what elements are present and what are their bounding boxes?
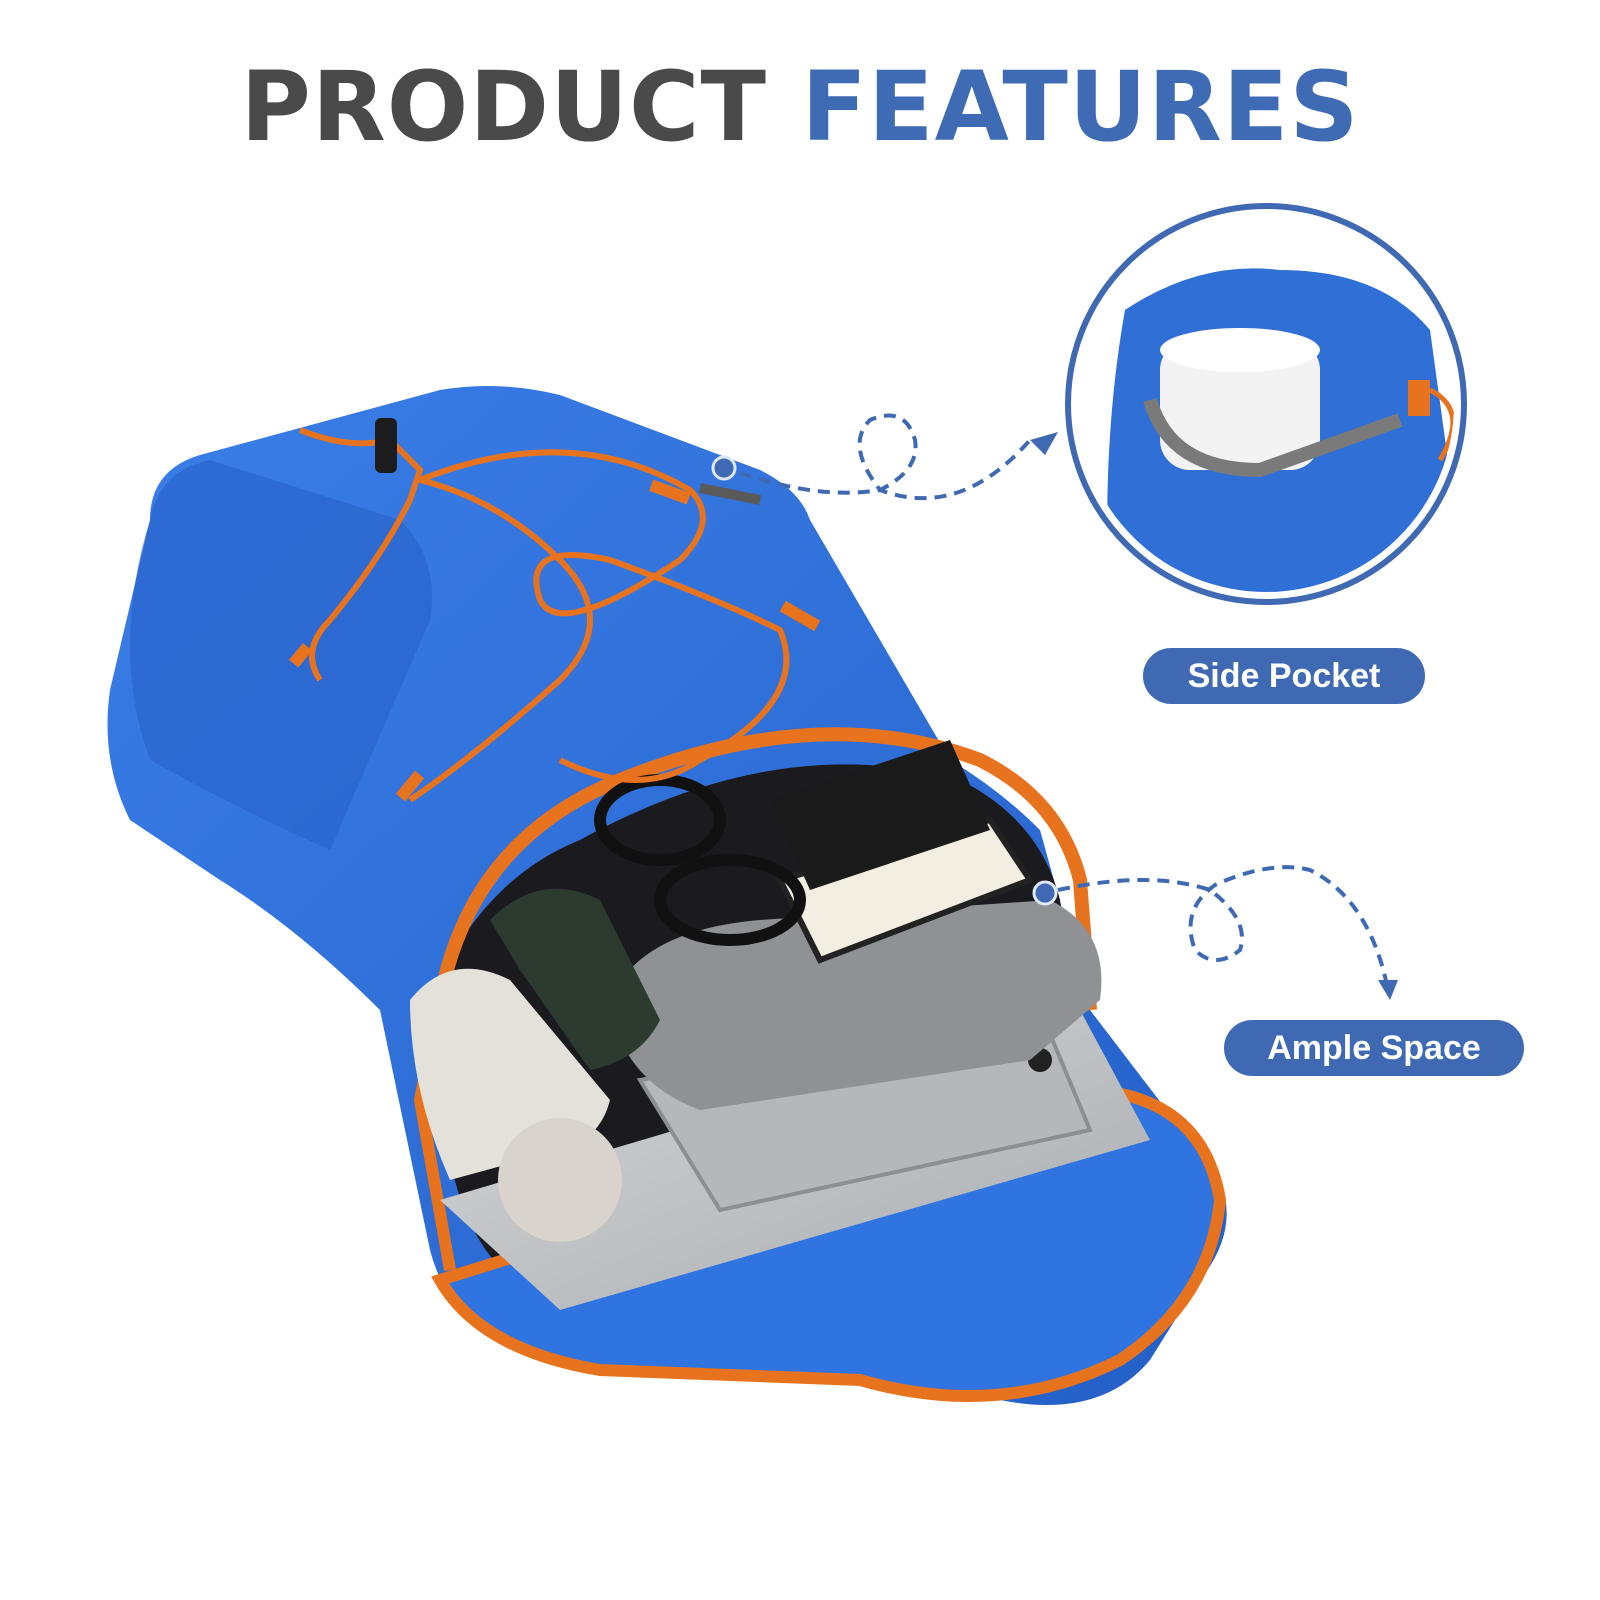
side-pocket-label: Side Pocket (1143, 648, 1425, 704)
title-word-features: FEATURES (801, 51, 1360, 163)
page-title: PRODUCT FEATURES (0, 52, 1600, 162)
backpack-image (107, 386, 1227, 1405)
title-word-product: PRODUCT (240, 51, 767, 163)
side-pocket-inset (1065, 203, 1467, 605)
ample-space-label: Ample Space (1224, 1020, 1524, 1076)
callout-arrow-side-pocket (711, 413, 1058, 501)
callout-arrow-ample-space (1032, 865, 1398, 1000)
